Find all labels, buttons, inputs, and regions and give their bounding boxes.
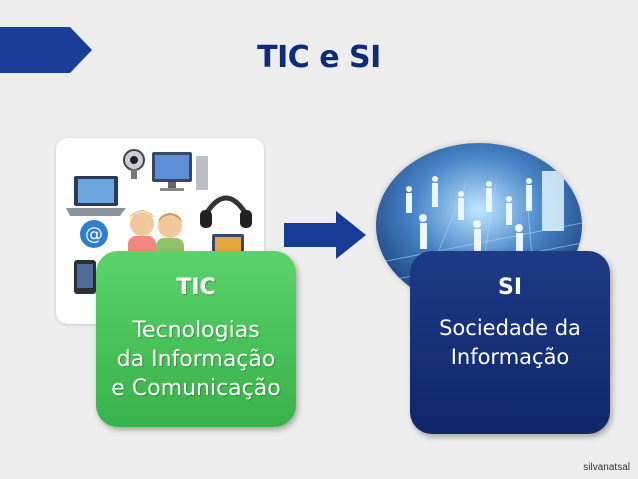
si-line-1: Sociedade da xyxy=(439,316,581,340)
email-at-icon: @ xyxy=(80,220,108,248)
tic-heading: TIC xyxy=(176,275,216,300)
tic-line-2: da Informação xyxy=(116,347,276,372)
phone-icon xyxy=(74,260,96,294)
devices-people-icon: @ xyxy=(66,149,252,294)
si-description: Sociedade da Informação xyxy=(439,314,581,372)
banner-arrow-shape xyxy=(0,27,92,73)
tic-line-1: Tecnologias xyxy=(132,318,260,343)
si-heading: SI xyxy=(497,275,523,300)
tablet-icon xyxy=(212,234,244,256)
monitor-icon xyxy=(152,152,208,191)
tic-card: TIC Tecnologias da Informação e Comunica… xyxy=(96,251,296,427)
right-arrow-icon xyxy=(284,211,366,259)
watermark: silvanatsal xyxy=(583,462,630,473)
slide-title: TIC e SI xyxy=(257,40,381,75)
headphones-icon xyxy=(200,195,252,228)
tic-line-3: e Comunicação xyxy=(111,376,281,401)
tic-description: Tecnologias da Informação e Comunicação xyxy=(111,316,280,403)
svg-text:@: @ xyxy=(85,224,103,245)
webcam-icon xyxy=(123,149,145,179)
si-card: SI Sociedade da Informação xyxy=(410,251,610,434)
laptop-icon xyxy=(66,176,126,216)
si-line-2: Informação xyxy=(450,345,570,369)
